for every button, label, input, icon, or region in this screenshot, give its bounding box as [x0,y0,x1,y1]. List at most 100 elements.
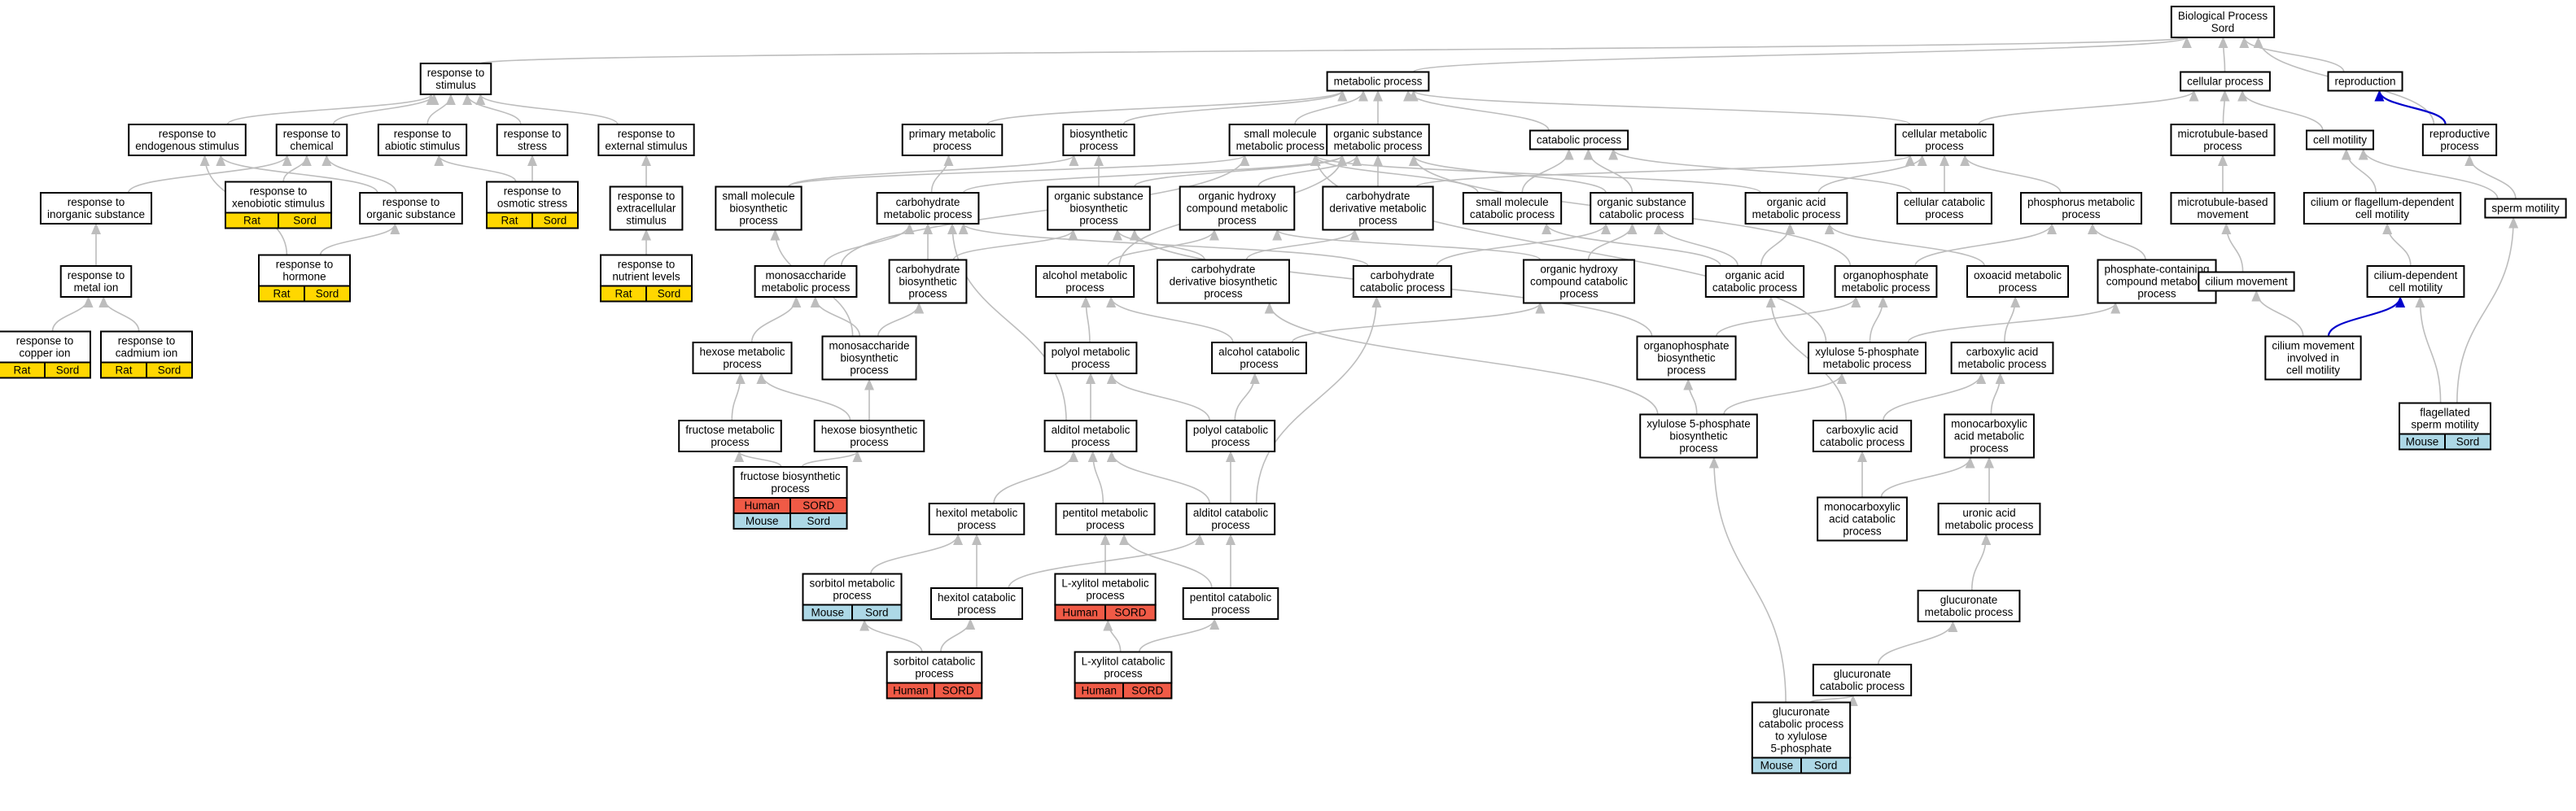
annotation-cell [1104,604,1157,621]
edge-endo-to-stim [226,94,436,125]
go-term-label: process [2203,140,2242,152]
go-term-label: xenobiotic stimulus [232,198,325,210]
go-term-cell[interactable]: cellular process [2180,71,2271,92]
go-term-label: stimulus [435,79,476,91]
go-term-box [2305,129,2375,150]
go-term-label: organophosphate [1843,269,1928,281]
go-term-box [1043,420,1138,452]
go-term-cmot[interactable]: cell motility [2305,129,2375,150]
annotation-label: Rat [501,215,518,227]
edge-polcat-to-polm [1106,373,1210,421]
go-term-cmov[interactable]: cilium movement [2198,271,2295,292]
edge-flag-to-spm [2456,216,2519,403]
go-term-repro[interactable]: reproduction [2327,71,2403,92]
go-term-label: process [1218,215,1257,227]
go-term-label: process [1211,436,1250,448]
edge-alcm-to-ohm [1107,229,1219,267]
go-term-label: process [1559,288,1599,300]
go-term-catab[interactable]: catabolic process [1529,129,1629,150]
go-term-spm[interactable]: sperm motility [2484,198,2567,219]
go-term-meta[interactable]: metabolic process [1326,71,1430,92]
